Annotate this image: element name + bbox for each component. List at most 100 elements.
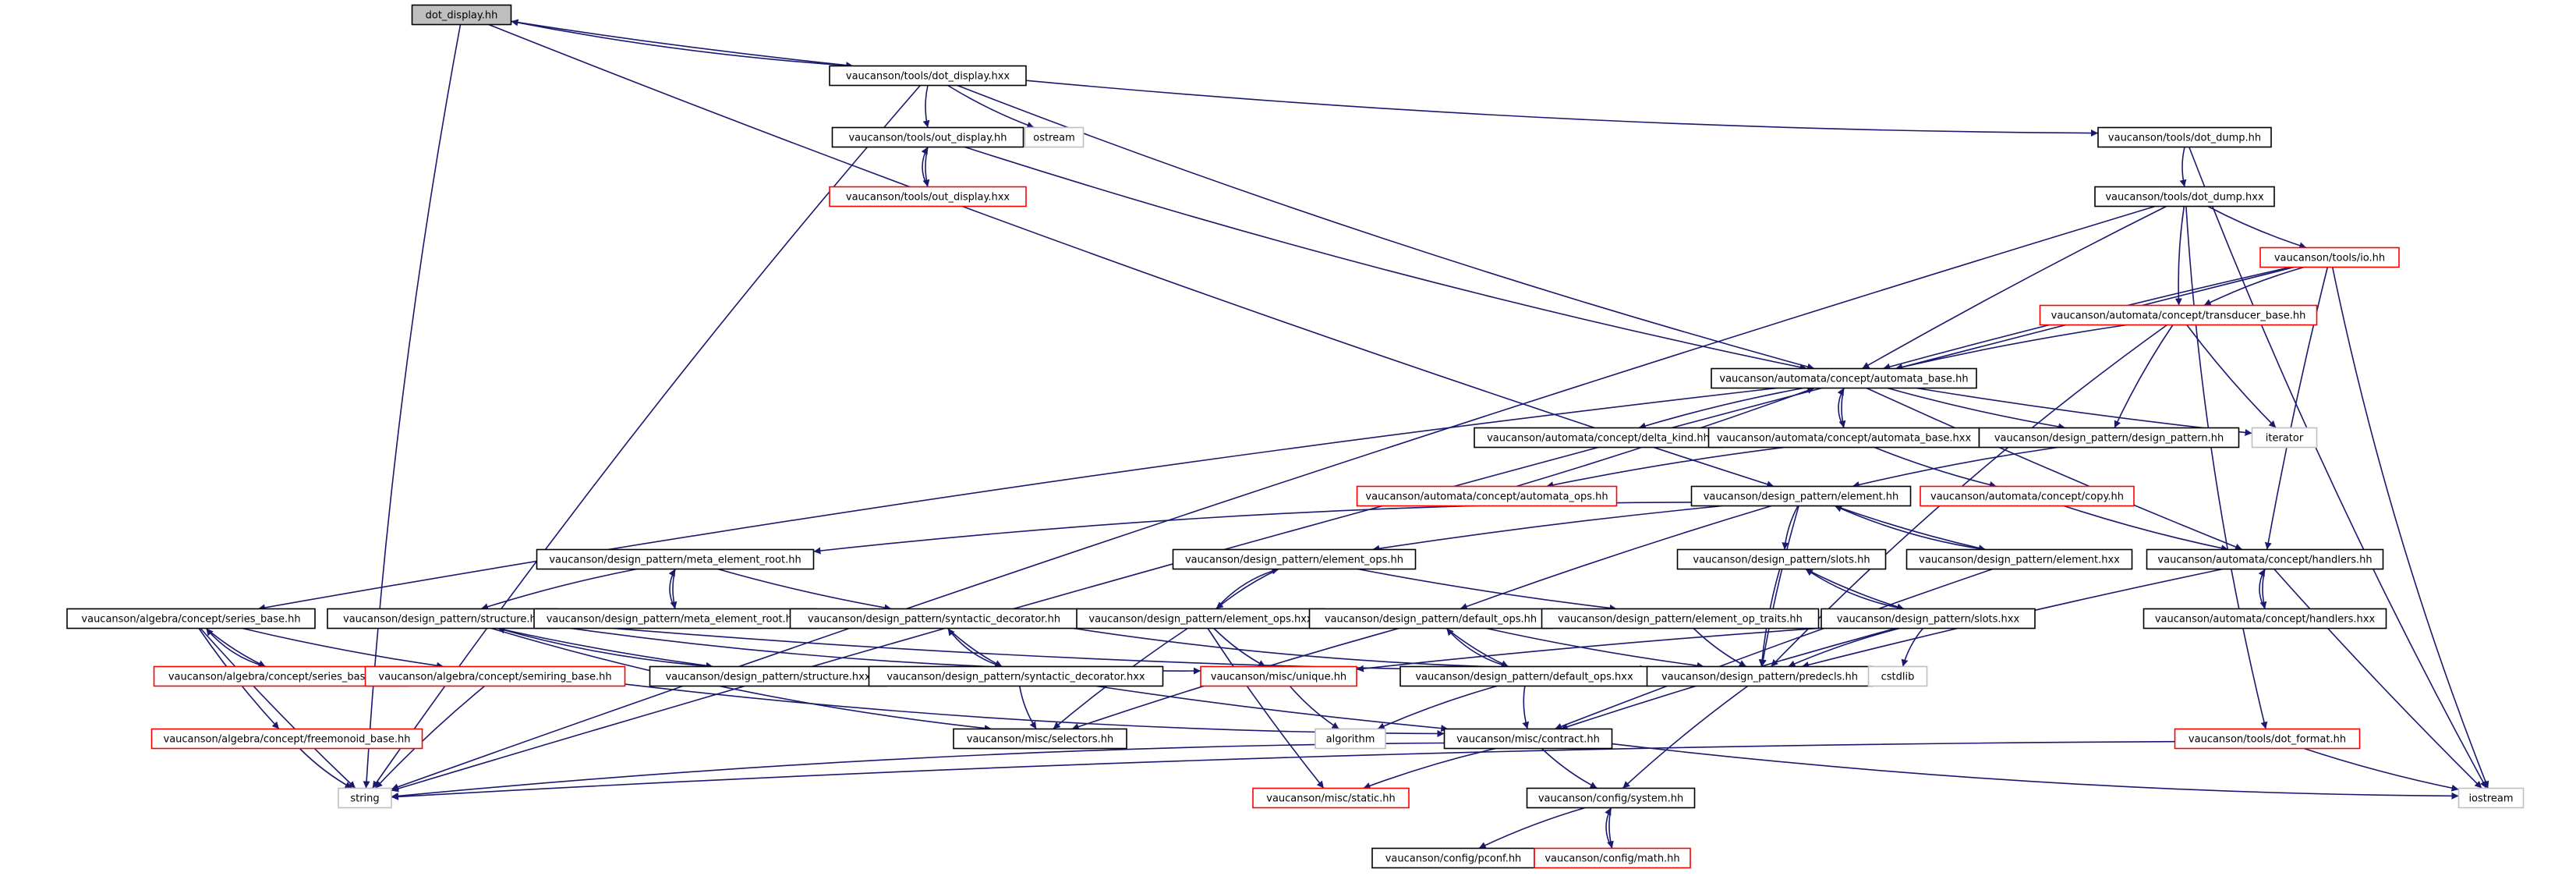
- node-n41[interactable]: vaucanson/misc/selectors.hh: [953, 728, 1127, 750]
- node-box: [2251, 427, 2318, 449]
- node-label: vaucanson/automata/concept/handlers.hxx: [2155, 614, 2376, 626]
- node-label: vaucanson/algebra/concept/series_base.hx…: [168, 672, 394, 683]
- edge-n3-n10: [964, 146, 1807, 371]
- node-box: [1443, 728, 1613, 750]
- node-n49[interactable]: vaucanson/config/pconf.hh: [1371, 847, 1535, 869]
- node-n17[interactable]: vaucanson/automata/concept/copy.hh: [1920, 485, 2135, 507]
- node-n24[interactable]: vaucanson/design_pattern/structure.hh: [327, 608, 559, 630]
- node-label: vaucanson/design_pattern/element.hxx: [1919, 555, 2120, 566]
- node-box: [2146, 548, 2384, 570]
- node-box: [1707, 427, 1980, 449]
- node-n48: iostream: [2457, 787, 2525, 809]
- node-n31[interactable]: vaucanson/automata/concept/handlers.hxx: [2143, 608, 2387, 630]
- node-n29[interactable]: vaucanson/design_pattern/element_op_trai…: [1541, 608, 1820, 630]
- node-box: [150, 728, 423, 750]
- edge-n12-n15: [1546, 446, 1785, 489]
- edge-n21-n16: [1834, 505, 1986, 551]
- edge-n10-n23: [257, 387, 1778, 612]
- node-n33[interactable]: vaucanson/algebra/concept/semiring_base.…: [364, 665, 626, 687]
- node-n36[interactable]: vaucanson/design_pattern/default_ops.hxx: [1399, 665, 1649, 687]
- node-box: [1711, 367, 1977, 389]
- node-n23[interactable]: vaucanson/algebra/concept/series_base.hh: [66, 608, 316, 630]
- node-label: vaucanson/algebra/concept/semiring_base.…: [378, 672, 611, 683]
- node-label: vaucanson/design_pattern/slots.hh: [1693, 555, 1870, 566]
- edge-n22-n31: [2259, 569, 2267, 609]
- node-n16[interactable]: vaucanson/design_pattern/element.hh: [1690, 485, 1912, 507]
- node-n15[interactable]: vaucanson/automata/concept/automata_ops.…: [1356, 485, 1618, 507]
- edge-n24-n34: [497, 627, 713, 669]
- node-n44[interactable]: vaucanson/tools/dot_format.hh: [2174, 728, 2361, 750]
- node-label: vaucanson/misc/selectors.hh: [967, 734, 1113, 746]
- node-n2[interactable]: vaucanson/tools/dot_display.hxx: [829, 65, 1027, 87]
- edge-n23-n32: [205, 627, 266, 668]
- edge-n7-n45: [391, 205, 2156, 790]
- node-box: [1024, 126, 1085, 148]
- node-n47[interactable]: vaucanson/config/system.hh: [1526, 787, 1696, 809]
- edge-n7-n44: [2185, 206, 2268, 729]
- edge-n17-n22: [2063, 505, 2229, 552]
- edge-n10-n22: [1866, 387, 2243, 551]
- node-box: [338, 787, 392, 809]
- node-n34[interactable]: vaucanson/design_pattern/structure.hxx: [649, 665, 887, 687]
- edge-n47-n49: [1478, 807, 1586, 849]
- node-n8[interactable]: vaucanson/tools/io.hh: [2259, 246, 2400, 268]
- edge-n12-n17: [1874, 446, 1997, 488]
- node-n18[interactable]: vaucanson/design_pattern/meta_element_ro…: [536, 548, 815, 570]
- node-n27[interactable]: vaucanson/design_pattern/element_ops.hxx: [1076, 608, 1325, 630]
- node-n28[interactable]: vaucanson/design_pattern/default_ops.hh: [1308, 608, 1553, 630]
- node-box: [2259, 246, 2400, 268]
- edge-n12-n10: [1837, 388, 1845, 428]
- node-n21[interactable]: vaucanson/design_pattern/element.hxx: [1905, 548, 2133, 570]
- node-n9[interactable]: vaucanson/automata/concept/transducer_ba…: [2039, 304, 2318, 326]
- node-n5[interactable]: vaucanson/tools/dot_dump.hh: [2097, 126, 2272, 148]
- edge-n37-n47: [1622, 685, 1749, 789]
- edge-n18-n26: [717, 568, 892, 612]
- edge-n3-n6: [922, 147, 930, 187]
- edge-n16-n20: [1782, 505, 1799, 550]
- node-label: vaucanson/design_pattern/default_ops.hxx: [1415, 672, 1633, 683]
- edge-n44-n48: [2303, 747, 2459, 792]
- node-box: [2143, 608, 2387, 630]
- node-n25[interactable]: vaucanson/design_pattern/meta_element_ro…: [533, 608, 817, 630]
- node-n46[interactable]: vaucanson/misc/static.hh: [1252, 787, 1410, 809]
- node-n20[interactable]: vaucanson/design_pattern/slots.hh: [1676, 548, 1887, 570]
- node-n22[interactable]: vaucanson/automata/concept/handlers.hh: [2146, 548, 2384, 570]
- node-n12[interactable]: vaucanson/automata/concept/automata_base…: [1707, 427, 1980, 449]
- edge-n36-n28: [1445, 627, 1509, 668]
- node-n26[interactable]: vaucanson/design_pattern/syntactic_decor…: [789, 608, 1079, 630]
- node-n1[interactable]: dot_display.hh: [411, 4, 512, 26]
- node-n30[interactable]: vaucanson/design_pattern/slots.hxx: [1821, 608, 2036, 630]
- edge-n2-n1: [511, 19, 854, 67]
- node-box: [1978, 427, 2240, 449]
- node-label: vaucanson/automata/concept/copy.hh: [1930, 491, 2124, 503]
- node-box: [1821, 608, 2036, 630]
- node-n40[interactable]: vaucanson/algebra/concept/freemonoid_bas…: [150, 728, 423, 750]
- edge-n28-n37: [1486, 627, 1704, 669]
- node-box: [411, 4, 512, 26]
- edge-n24-n37: [557, 622, 1647, 676]
- node-label: vaucanson/tools/dot_dump.hxx: [2105, 192, 2264, 204]
- node-label: vaucanson/tools/dot_format.hh: [2189, 734, 2346, 746]
- node-n43[interactable]: vaucanson/misc/contract.hh: [1443, 728, 1613, 750]
- node-n3[interactable]: vaucanson/tools/out_display.hh: [831, 126, 1024, 148]
- node-n13[interactable]: vaucanson/design_pattern/design_pattern.…: [1978, 427, 2240, 449]
- edge-n39-n26: [947, 628, 1003, 668]
- node-n11[interactable]: vaucanson/automata/concept/delta_kind.hh: [1474, 427, 1723, 449]
- node-box: [2457, 787, 2525, 809]
- edge-n7-n8: [2207, 205, 2307, 250]
- node-n7[interactable]: vaucanson/tools/dot_dump.hxx: [2094, 186, 2275, 207]
- node-n39[interactable]: vaucanson/design_pattern/syntactic_decor…: [868, 665, 1164, 687]
- node-n50[interactable]: vaucanson/config/math.hh: [1534, 847, 1691, 869]
- edge-n40-n45: [299, 747, 352, 789]
- node-n10[interactable]: vaucanson/automata/concept/automata_base…: [1711, 367, 1977, 389]
- node-n6[interactable]: vaucanson/tools/out_display.hxx: [829, 186, 1027, 207]
- node-label: vaucanson/design_pattern/meta_element_ro…: [549, 555, 801, 566]
- edge-n18-n25: [670, 569, 678, 609]
- edge-n10-n14: [1916, 387, 2252, 436]
- node-label: vaucanson/design_pattern/meta_element_ro…: [547, 614, 805, 626]
- node-label: vaucanson/design_pattern/default_ops.hh: [1325, 614, 1537, 626]
- node-n37[interactable]: vaucanson/design_pattern/predecls.hh: [1646, 665, 1874, 687]
- node-n19[interactable]: vaucanson/design_pattern/element_ops.hh: [1172, 548, 1417, 570]
- node-n35[interactable]: vaucanson/misc/unique.hh: [1200, 665, 1357, 687]
- node-label: vaucanson/algebra/concept/series_base.hh: [81, 614, 300, 626]
